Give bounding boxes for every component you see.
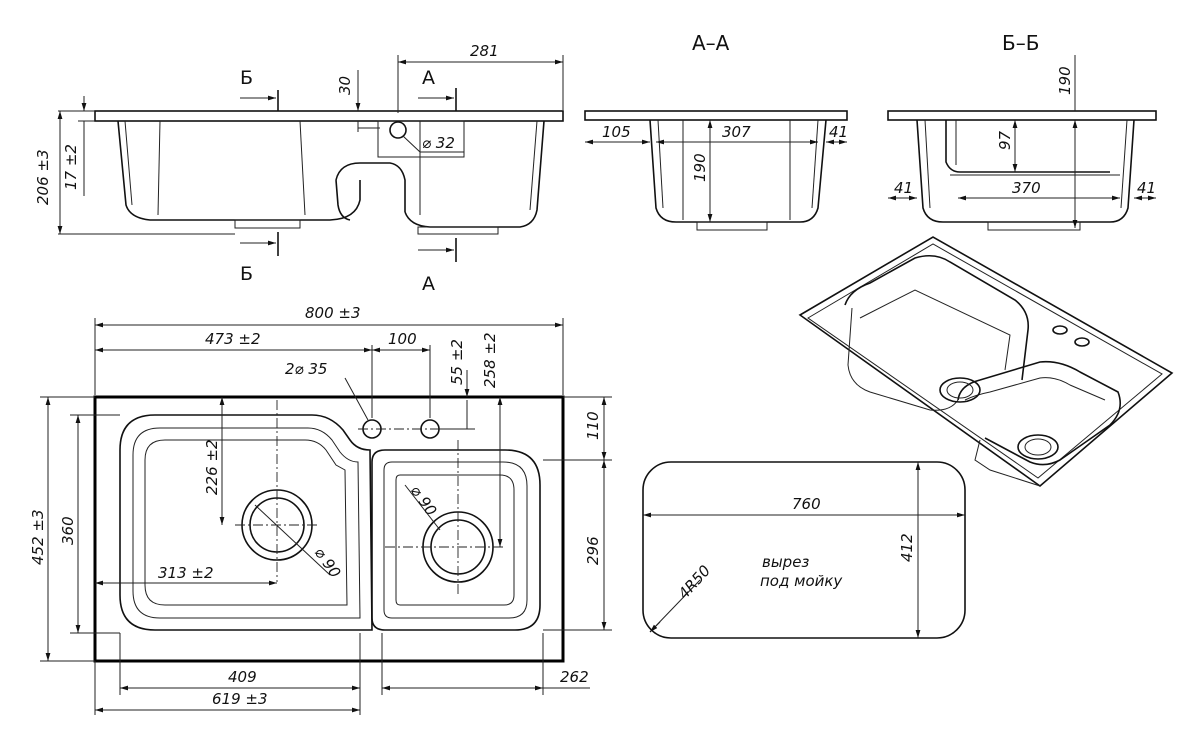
plan-dim-619: 619 ±3 <box>212 690 268 708</box>
section-bb: Б–Б 190 97 370 41 41 <box>887 31 1157 231</box>
bb-dim-97: 97 <box>996 130 1014 150</box>
plan-dim-262: 262 <box>560 668 589 686</box>
aa-dim-307: 307 <box>722 123 751 141</box>
bb-dim-41-right: 41 <box>1137 179 1156 197</box>
aa-dim-41: 41 <box>829 123 848 141</box>
cutout-note-line2: под мойку <box>760 572 843 590</box>
plan-dim-100: 100 <box>388 330 417 348</box>
aa-dim-105: 105 <box>602 123 631 141</box>
side-dim-30: 30 <box>336 76 354 95</box>
plan-view: ⌀ 90 ⌀ 90 2⌀ 35 800 ±3 473 ±2 100 55 ±2 … <box>29 304 612 715</box>
section-mark-b-bottom: Б <box>240 263 253 285</box>
section-aa-title: А–А <box>692 31 730 55</box>
section-aa: А–А 105 307 41 190 <box>584 31 848 231</box>
cutout-dim-412: 412 <box>898 533 916 562</box>
cutout-note-line1: вырез <box>762 553 809 571</box>
side-dim-281: 281 <box>470 42 499 60</box>
cutout-radius-label: 4R50 <box>675 562 715 603</box>
section-mark-a-bottom: А <box>422 273 435 295</box>
plan-dim-258: 258 ±2 <box>481 332 499 388</box>
plan-dim-452: 452 ±3 <box>29 509 47 565</box>
plan-drain-left-label: ⌀ 90 <box>311 544 345 581</box>
bb-dim-370: 370 <box>1012 179 1041 197</box>
isometric-view <box>798 236 1174 488</box>
plan-drain-right-label: ⌀ 90 <box>407 482 441 519</box>
cutout-view: 760 412 4R50 вырез под мойку <box>642 461 966 639</box>
plan-dim-110: 110 <box>584 411 602 440</box>
cutout-dim-760: 760 <box>792 495 821 513</box>
plan-dim-409: 409 <box>228 668 257 686</box>
plan-dim-800: 800 ±3 <box>305 304 361 322</box>
plan-dim-313: 313 ±2 <box>158 564 214 582</box>
section-mark-b-top: Б <box>240 67 253 89</box>
bb-dim-41-left: 41 <box>894 179 913 197</box>
plan-dim-360: 360 <box>59 516 77 545</box>
plan-dim-473: 473 ±2 <box>205 330 261 348</box>
aa-dim-190: 190 <box>691 153 709 182</box>
bb-dim-190: 190 <box>1056 66 1074 95</box>
section-bb-title: Б–Б <box>1002 31 1039 55</box>
side-dim-17: 17 ±2 <box>62 144 80 190</box>
section-mark-a-top: А <box>422 67 435 89</box>
side-hole-label: ⌀ 32 <box>422 134 455 152</box>
side-dim-206: 206 ±3 <box>34 149 52 205</box>
plan-dim-226: 226 ±2 <box>203 439 221 495</box>
side-view: ⌀ 32 281 30 206 ±3 17 ±2 Б Б А А <box>34 42 564 295</box>
plan-dim-296: 296 <box>584 536 602 565</box>
plan-dim-55: 55 ±2 <box>448 339 466 385</box>
plan-holes-label: 2⌀ 35 <box>285 360 327 378</box>
